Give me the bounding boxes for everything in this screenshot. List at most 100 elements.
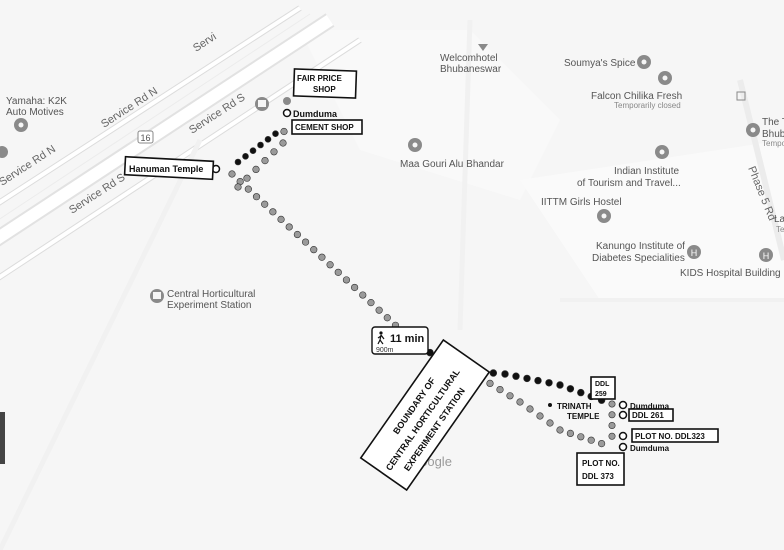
dumduma-label-top: Dumduma	[293, 109, 338, 119]
route-dot	[486, 379, 494, 388]
route-dot	[234, 158, 242, 166]
dumduma-marker-top[interactable]	[282, 108, 292, 118]
route-dot	[310, 246, 318, 254]
poi-iitm: Indian Institute	[614, 166, 679, 177]
route-dot	[523, 374, 531, 383]
map-area-patch	[300, 30, 560, 200]
hospital-pin-icon[interactable]: H	[759, 248, 773, 262]
route-dot	[252, 193, 261, 201]
route-dot	[375, 306, 383, 314]
poi-right-edge: La	[774, 214, 784, 225]
map-pin-icon[interactable]	[408, 138, 422, 152]
map-pin-icon[interactable]	[746, 123, 760, 137]
map-pin-icon[interactable]	[597, 209, 611, 223]
cement-shop-label: CEMENT SHOP	[291, 119, 363, 135]
poi-iitm-sub: of Tourism and Travel...	[577, 178, 681, 189]
poi-chs-sub: Experiment Station	[167, 300, 252, 311]
route-dot	[577, 433, 585, 441]
ddl261-marker[interactable]	[618, 410, 628, 420]
poi-welcomhotel-sub: Bhubaneswar	[440, 64, 502, 75]
dumduma-marker-bottom[interactable]	[618, 442, 628, 452]
trinath-temple-label: TRINATH	[557, 402, 592, 411]
route-dot	[244, 185, 252, 193]
highway-lane-line	[0, 13, 311, 220]
svg-text:H: H	[691, 248, 698, 258]
fair-price-shop-pin-icon[interactable]	[283, 97, 291, 105]
pedestrian-icon	[377, 331, 385, 345]
trinath-temple-label-2: TEMPLE	[567, 412, 600, 421]
svg-text:16: 16	[140, 133, 150, 143]
map-area-patch	[520, 140, 784, 300]
route-dot	[285, 223, 293, 231]
museum-pin-icon[interactable]	[150, 289, 164, 303]
phase-5-road	[737, 79, 784, 261]
ddl261-label: DDL 261	[628, 408, 674, 422]
poi-iittm-hostel: IITTM Girls Hostel	[541, 197, 622, 208]
svg-text:CEMENT SHOP: CEMENT SHOP	[295, 123, 354, 132]
route-dot	[272, 130, 279, 137]
route-dot	[536, 412, 544, 420]
map-pin-icon[interactable]	[637, 55, 651, 69]
poi-kanungo-sub: Diabetes Specialities	[592, 253, 685, 264]
poi-yamaha-sub: Auto Motives	[6, 107, 64, 118]
minor-road	[0, 138, 203, 550]
dumduma-label-mid: Dumduma	[630, 402, 670, 411]
poi-right-edge: Te	[776, 225, 784, 234]
route-dot	[577, 388, 585, 397]
service-road-north-inner	[0, 6, 302, 205]
ddl323-marker[interactable]	[618, 431, 628, 441]
poi-soumya-spice: Soumya's Spice	[564, 58, 636, 69]
route-dot	[367, 299, 375, 307]
dumduma-label-bottom: Dumduma	[630, 444, 670, 453]
route-dot	[501, 370, 509, 378]
route-dot	[587, 436, 595, 444]
fair-price-shop-label: FAIR PRICE SHOP	[292, 68, 358, 99]
route-dot	[326, 261, 334, 269]
route-dot	[566, 385, 575, 393]
walk-time-chip[interactable]: 11 min 900m	[371, 326, 429, 355]
hanuman-temple-label: Hanuman Temple	[123, 155, 215, 181]
route-dot	[556, 381, 564, 389]
poi-kids-hospital: KIDS Hospital Building	[680, 268, 781, 279]
route-dot	[597, 440, 606, 448]
route-dot	[293, 230, 301, 239]
walk-distance: 900m	[376, 347, 394, 354]
route-dot	[277, 215, 285, 223]
route-dot	[261, 200, 269, 208]
route-dot	[608, 400, 616, 408]
landmark-pin-icon[interactable]	[478, 44, 488, 51]
route-dot	[252, 165, 260, 173]
svg-text:DDL 373: DDL 373	[582, 472, 614, 481]
route-dot	[608, 432, 616, 440]
map-pin-icon[interactable]	[658, 71, 672, 85]
svg-text:H: H	[763, 251, 770, 261]
route-dot	[534, 376, 542, 385]
route-dot	[489, 369, 498, 377]
map-pin-icon[interactable]	[655, 145, 669, 159]
poi-falcon-status: Temporarily closed	[614, 101, 681, 110]
poi-kanungo: Kanungo Institute of	[596, 241, 685, 252]
minor-roads	[0, 19, 784, 550]
hospital-pin-icon[interactable]: H	[687, 245, 701, 259]
square-marker-icon	[736, 91, 746, 101]
map-pin-icon[interactable]	[14, 118, 28, 132]
route-dot	[506, 392, 514, 400]
ddl259-label: DDL 259	[590, 376, 616, 400]
dumduma-marker-mid[interactable]	[618, 400, 628, 410]
poi-right-edge: The T	[762, 117, 784, 128]
map-pin-icon[interactable]	[0, 146, 8, 158]
museum-pin-icon[interactable]	[255, 97, 269, 111]
edge-object	[0, 412, 5, 464]
poi-maa-gouri: Maa Gouri Alu Bhandar	[400, 159, 505, 170]
svg-text:PLOT NO. DDL323: PLOT NO. DDL323	[635, 432, 705, 441]
route-dot	[301, 238, 310, 246]
route-dot	[334, 268, 342, 276]
route-dot	[269, 208, 277, 216]
route-dot	[242, 153, 249, 160]
route-dot	[566, 429, 575, 438]
route-dot	[249, 147, 257, 154]
poi-chs: Central Horticultural	[167, 289, 255, 300]
svg-text:FAIR PRICE: FAIR PRICE	[297, 74, 343, 83]
route-dot	[264, 136, 272, 143]
